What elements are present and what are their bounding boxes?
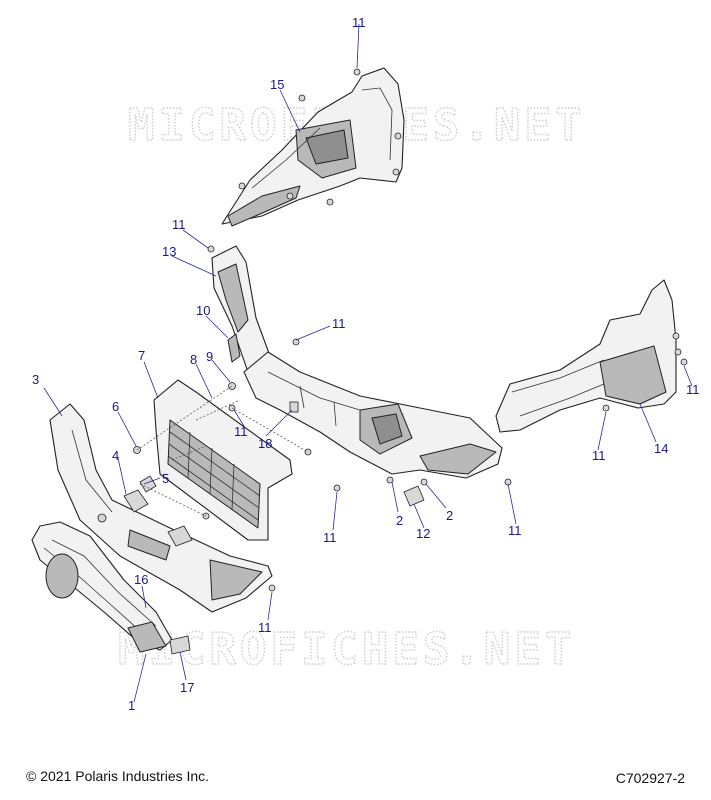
callout-15: 15 [270, 77, 284, 92]
callout-18: 18 [258, 436, 272, 451]
callout-3: 3 [32, 372, 39, 387]
callout-1: 1 [128, 698, 135, 713]
part-7-grille [153, 379, 293, 541]
callout-7: 7 [138, 348, 145, 363]
copyright-notice: © 2021 Polaris Industries Inc. [26, 768, 210, 784]
callout-11-top: 11 [352, 15, 366, 30]
callout-11-lower-center: 11 [323, 530, 337, 545]
callout-2-right: 2 [446, 508, 453, 523]
callout-11-lower-right: 11 [508, 523, 522, 538]
callout-11-center: 11 [234, 424, 248, 439]
callout-11-far-right: 11 [686, 382, 700, 397]
watermark-bottom: MICROFICHES.NET [118, 624, 575, 675]
callout-11-mid: 11 [332, 316, 346, 331]
part-15-upper-shroud [221, 67, 405, 227]
callout-16: 16 [134, 572, 148, 587]
main-frame-crossmember [243, 338, 512, 492]
part-1-bumper [31, 521, 191, 655]
part-14-right-panel [495, 279, 688, 433]
callouts: 1 2 2 3 4 5 6 7 8 9 10 11 11 11 11 11 11… [32, 15, 700, 713]
part-3-lower-fascia [49, 403, 273, 613]
callout-13: 13 [162, 244, 176, 259]
callout-14: 14 [654, 441, 668, 456]
figure-code: C702927-2 [615, 770, 685, 786]
callout-4: 4 [112, 448, 119, 463]
callout-11-right: 11 [592, 448, 606, 463]
callout-9: 9 [206, 349, 213, 364]
part-10-bracket [227, 333, 241, 363]
part-12-spacer [403, 485, 425, 507]
leader-lines [43, 23, 693, 703]
callout-12: 12 [416, 526, 430, 541]
callout-11-bottom: 11 [258, 620, 272, 635]
callout-17: 17 [180, 680, 194, 695]
callout-10: 10 [196, 303, 210, 318]
callout-6: 6 [112, 399, 119, 414]
callout-11-upper-left: 11 [172, 217, 186, 232]
callout-5: 5 [162, 471, 169, 486]
callout-2-left: 2 [396, 513, 403, 528]
assembly-lines [136, 385, 309, 517]
part-4-plugs [123, 475, 193, 547]
callout-8: 8 [190, 352, 197, 367]
